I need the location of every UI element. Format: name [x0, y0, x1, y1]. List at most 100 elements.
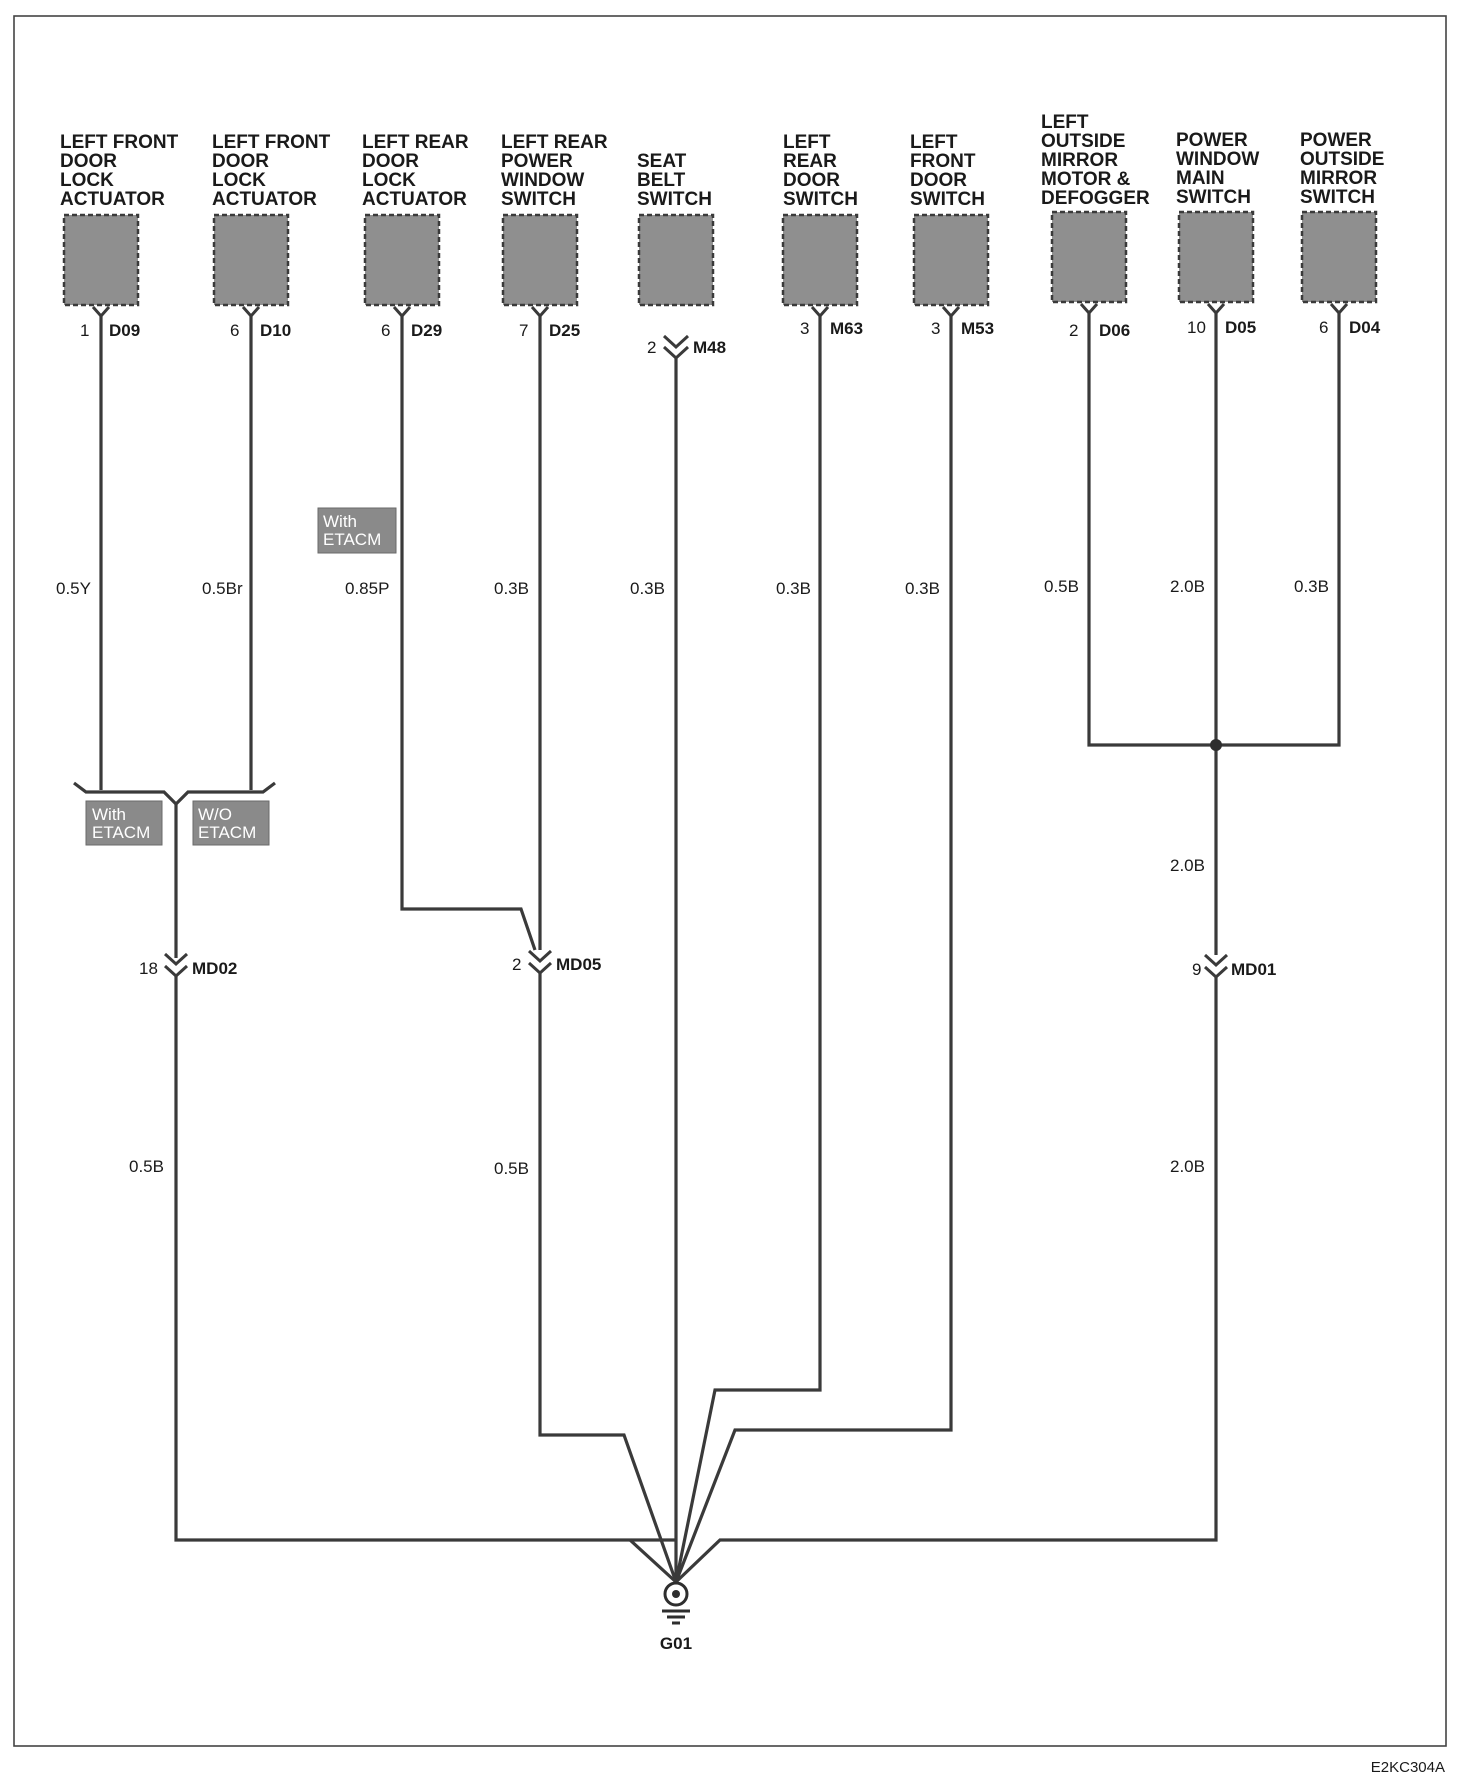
title-d05: POWER WINDOW MAIN SWITCH	[1176, 130, 1265, 208]
component-box-d04	[1300, 210, 1378, 304]
diagram-frame	[13, 15, 1447, 1747]
pin-fork	[1206, 303, 1226, 316]
title-d04: POWER OUTSIDE MIRROR SWITCH	[1300, 130, 1390, 208]
note-line: ETACM	[198, 823, 256, 842]
pin-number-d04: 6	[1319, 318, 1328, 337]
title-d25-line: SWITCH	[501, 189, 576, 210]
title-d29: LEFT REAR DOOR LOCK ACTUATOR	[362, 132, 474, 210]
title-d10: LEFT FRONT DOOR LOCK ACTUATOR	[212, 132, 335, 210]
md05-chevron	[527, 961, 553, 976]
connector-id-m53: M53	[961, 319, 994, 338]
wire-d06	[1087, 313, 1216, 747]
title-d09-line: DOOR	[60, 151, 117, 172]
title-d06-line: MIRROR	[1041, 150, 1118, 171]
title-d06: LEFT OUTSIDE MIRROR MOTOR & DEFOGGER	[1041, 112, 1150, 209]
pin-fork	[392, 306, 412, 319]
wire-spec-d29: 0.85P	[345, 579, 389, 598]
title-m53-line: SWITCH	[910, 189, 985, 210]
wire-spec-m53: 0.3B	[905, 579, 940, 598]
note-without-etacm: W/O ETACM	[198, 805, 256, 842]
connector-id-md05: MD05	[556, 955, 601, 974]
wire-spec-md01-lower: 2.0B	[1170, 1157, 1205, 1176]
wire-d29	[400, 316, 537, 951]
pin-number-md05: 2	[512, 955, 521, 974]
pin-number-d09: 1	[80, 321, 89, 340]
connector-id-d10: D10	[260, 321, 291, 340]
pin-fork	[1079, 303, 1099, 316]
wire-spec-md01-upper: 2.0B	[1170, 856, 1205, 875]
pin-fork	[530, 306, 550, 319]
pin-number-d05: 10	[1187, 318, 1206, 337]
note-line: With	[92, 805, 126, 824]
title-d05-line: MAIN	[1176, 168, 1225, 189]
note-with-etacm-upper: With ETACM	[323, 512, 381, 549]
component-box-d09	[62, 213, 140, 307]
title-d09: LEFT FRONT DOOR LOCK ACTUATOR	[60, 132, 183, 210]
title-d04-line: OUTSIDE	[1300, 149, 1384, 170]
md05-chevron	[527, 949, 553, 964]
component-box-d05	[1177, 210, 1255, 304]
ground-label: G01	[660, 1634, 692, 1653]
wire-spec-d04: 0.3B	[1294, 577, 1329, 596]
title-d04-line: POWER	[1300, 130, 1372, 151]
note-without-etacm-box	[192, 800, 270, 846]
connector-id-md01: MD01	[1231, 960, 1276, 979]
component-box-d06	[1050, 210, 1128, 304]
m48-connector-chevron	[662, 334, 690, 350]
note-with-etacm-lower: With ETACM	[92, 805, 150, 842]
pin-number-m63: 3	[800, 319, 809, 338]
connector-id-m48: M48	[693, 338, 726, 357]
note-line: ETACM	[92, 823, 150, 842]
title-d06-line: OUTSIDE	[1041, 131, 1125, 152]
wire-spec-md05-lower: 0.5B	[494, 1159, 529, 1178]
connector-id-m63: M63	[830, 319, 863, 338]
title-m48-line: BELT	[637, 170, 686, 191]
component-box-d10	[212, 213, 290, 307]
pin-number-m48: 2	[647, 338, 656, 357]
connector-id-d06: D06	[1099, 321, 1130, 340]
title-d09-line: ACTUATOR	[60, 189, 165, 210]
title-d10-line: ACTUATOR	[212, 189, 317, 210]
title-d10-line: LOCK	[212, 170, 266, 191]
title-d05-line: WINDOW	[1176, 149, 1259, 170]
title-d09-line: LOCK	[60, 170, 114, 191]
component-box-m53	[912, 213, 990, 307]
note-line: ETACM	[323, 530, 381, 549]
title-m63-line: REAR	[783, 151, 837, 172]
title-m48: SEAT BELT SWITCH	[637, 151, 712, 210]
title-m48-line: SEAT	[637, 151, 687, 172]
title-d10-line: LEFT FRONT	[212, 132, 331, 153]
pin-fork	[810, 306, 830, 319]
connector-id-d29: D29	[411, 321, 442, 340]
title-d29-line: LOCK	[362, 170, 416, 191]
title-m53: LEFT FRONT DOOR SWITCH	[910, 132, 985, 210]
pin-fork	[941, 306, 961, 319]
pin-number-d06: 2	[1069, 321, 1078, 340]
note-line: With	[323, 512, 357, 531]
component-boxes	[62, 210, 1378, 307]
component-box-d29	[363, 213, 441, 307]
pin-fork	[241, 306, 261, 319]
note-with-etacm-upper-box	[317, 507, 397, 554]
pin-fork	[1329, 303, 1349, 316]
title-d25-line: POWER	[501, 151, 573, 172]
component-box-d25	[501, 213, 579, 307]
wire-spec-m63: 0.3B	[776, 579, 811, 598]
wire-spec-d25: 0.3B	[494, 579, 529, 598]
pin-number-md01: 9	[1192, 960, 1201, 979]
title-d06-line: MOTOR &	[1041, 169, 1131, 190]
pin-number-m53: 3	[931, 319, 940, 338]
title-m53-line: FRONT	[910, 151, 976, 172]
figure-code: E2KC304A	[1371, 1759, 1445, 1776]
wire-md05-ground	[538, 973, 678, 1583]
wire-spec-md02-lower: 0.5B	[129, 1157, 164, 1176]
junction-labels: 18 MD02 2 MD05 9 MD01	[139, 955, 1276, 979]
title-m63: LEFT REAR DOOR SWITCH	[783, 132, 858, 210]
md01-chevron	[1203, 953, 1229, 968]
connector-id-d05: D05	[1225, 318, 1256, 337]
title-d29-line: ACTUATOR	[362, 189, 467, 210]
connector-id-d09: D09	[109, 321, 140, 340]
wire-spec-m48: 0.3B	[630, 579, 665, 598]
title-d25-line: LEFT REAR	[501, 132, 608, 153]
